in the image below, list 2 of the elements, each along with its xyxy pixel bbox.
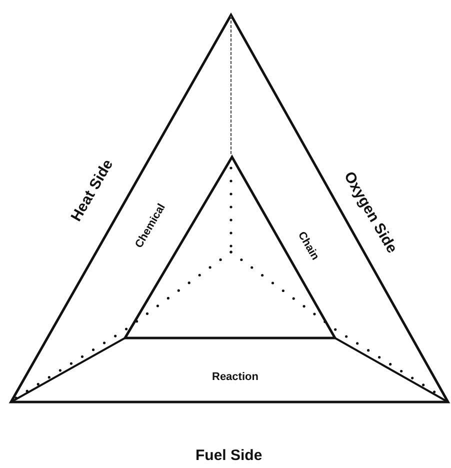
face-label: Reaction — [212, 371, 258, 383]
side-label: Fuel Side — [196, 446, 262, 464]
